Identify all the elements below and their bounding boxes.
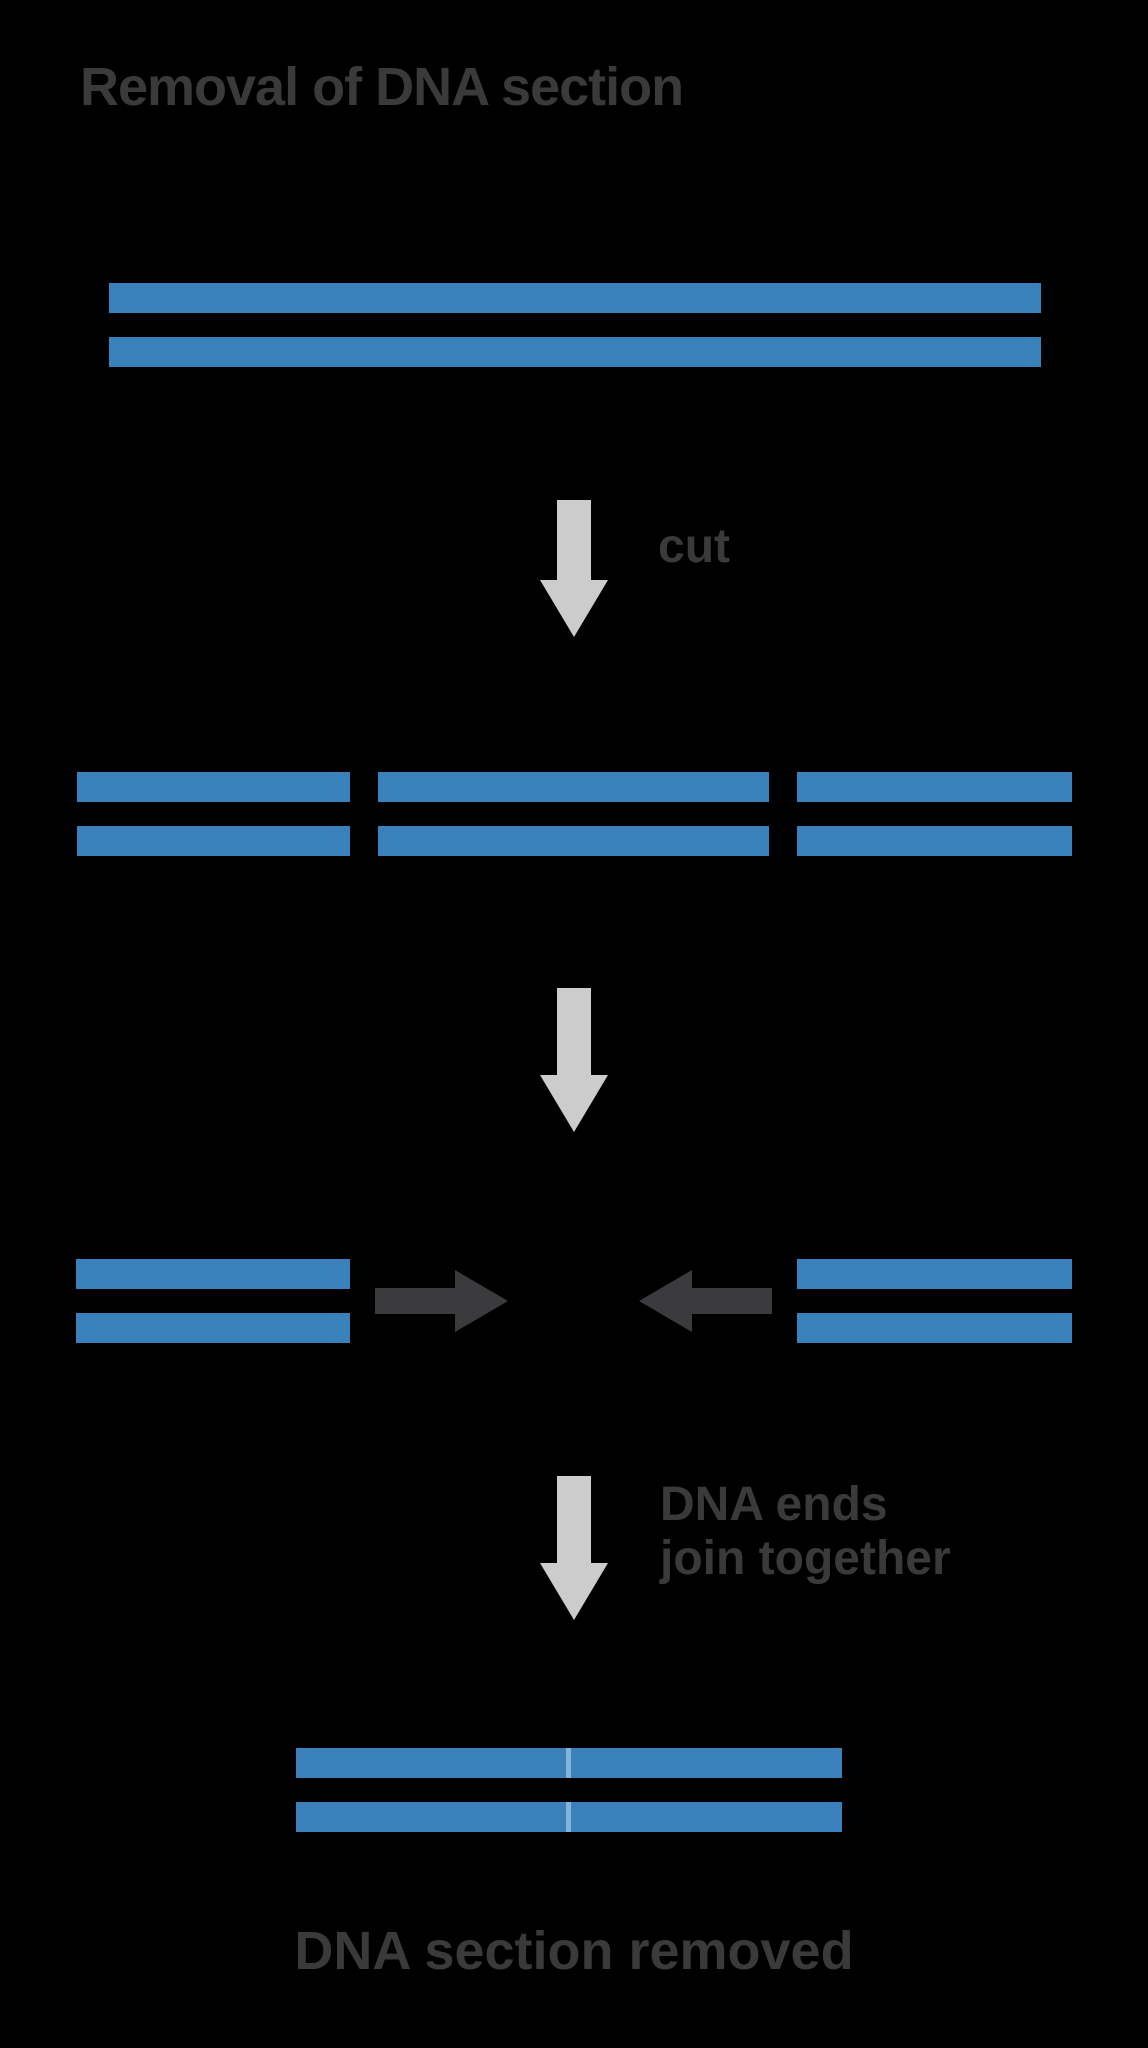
dna-fragment-right-strand-bottom [797, 826, 1072, 856]
dna-fragment-left-strand-top [77, 772, 350, 802]
arrow-left-shaft [692, 1288, 772, 1314]
arrow-left-icon [639, 1270, 772, 1332]
cut-arrow-shaft [557, 500, 591, 581]
arrow-right-head [455, 1270, 508, 1332]
join-label-line1: DNA ends [660, 1478, 888, 1531]
diagram-title: Removal of DNA section [80, 57, 684, 117]
join-label: DNA ends join together [660, 1478, 951, 1586]
dna-original-strand-top [109, 283, 1041, 313]
dna-fragment-right-strand-top [797, 772, 1072, 802]
dna-fragment-middle-strand-bottom [378, 826, 769, 856]
dna-join-seam-top [566, 1748, 571, 1778]
arrow-right-shaft [375, 1288, 455, 1314]
cut-arrow-head [540, 580, 608, 637]
join-arrow-head [540, 1563, 608, 1620]
dna-fragment-middle-strand-top [378, 772, 769, 802]
remove-arrow-head [540, 1075, 608, 1132]
dna-fragment-left-strand-bottom [77, 826, 350, 856]
dna-join-seam-bottom [566, 1802, 571, 1832]
dna-right-end-strand-top [797, 1259, 1072, 1289]
dna-left-end-strand-bottom [76, 1313, 350, 1343]
join-arrow-shaft [557, 1476, 591, 1564]
remove-arrow-shaft [557, 988, 591, 1076]
dna-original-strand-bottom [109, 337, 1041, 367]
caption: DNA section removed [294, 1921, 854, 1981]
dna-right-end-strand-bottom [797, 1313, 1072, 1343]
arrow-left-head [639, 1270, 692, 1332]
dna-left-end-strand-top [76, 1259, 350, 1289]
cut-label: cut [658, 520, 730, 573]
join-label-line2: join together [660, 1532, 951, 1585]
